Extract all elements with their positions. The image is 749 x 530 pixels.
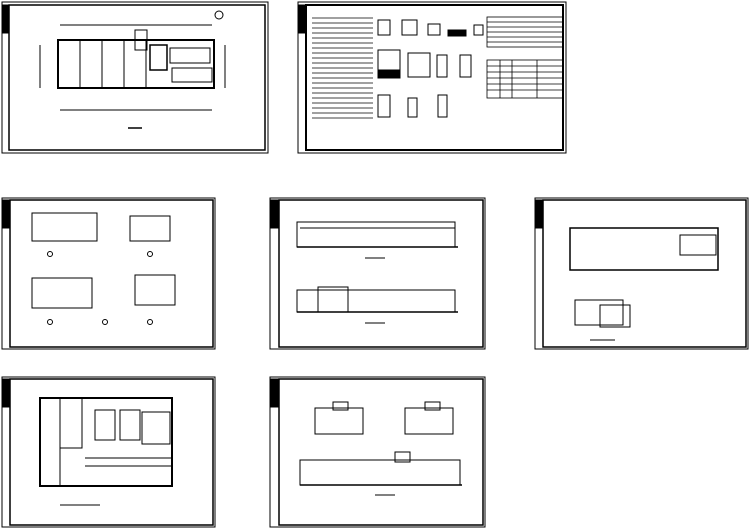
section-drawings <box>299 401 462 496</box>
door-window-elevations <box>377 19 484 118</box>
plan-drawing <box>39 10 226 129</box>
title-block-strip <box>1 4 10 34</box>
sheet-details[interactable] <box>1 197 216 350</box>
detail-drawings <box>31 212 176 325</box>
notes-lines <box>312 17 373 119</box>
sheet-roof-plan[interactable] <box>534 197 749 350</box>
sheet-door-window-schedule[interactable] <box>297 1 567 154</box>
elevation-drawings <box>296 221 458 324</box>
sheet-floor-plan-enlarged[interactable] <box>1 376 216 528</box>
sheet-floor-plan[interactable] <box>1 1 269 154</box>
enlarged-plan-drawing <box>39 397 173 506</box>
sheet-elevations-sections[interactable] <box>269 376 486 528</box>
schedule-tables <box>486 16 564 99</box>
roof-drawing <box>569 227 719 341</box>
sheet-elevations[interactable] <box>269 197 486 350</box>
